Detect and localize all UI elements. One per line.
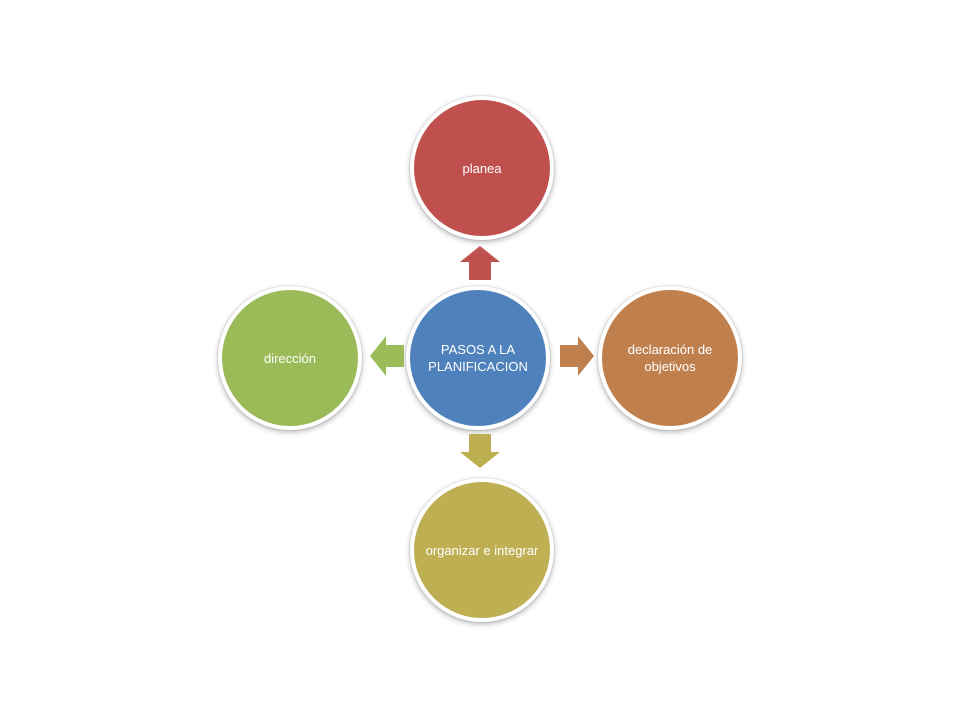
node-organizar-label: organizar e integrar (425, 542, 539, 558)
center-node-label: PASOS A LA PLANIFICACION (428, 342, 528, 374)
node-planea: planea (410, 96, 554, 240)
arrow-left-icon (370, 336, 404, 376)
node-direccion: dirección (218, 286, 362, 430)
node-direccion-label: dirección (263, 350, 317, 366)
arrow-right-icon (560, 336, 594, 376)
arrow-down-icon (460, 434, 500, 468)
node-declaracion-de-objetivos: declaración de objetivos (598, 286, 742, 430)
node-planea-label: planea (462, 160, 502, 176)
node-organizar-e-integrar: organizar e integrar (410, 478, 554, 622)
arrow-up-icon (460, 246, 500, 280)
center-node: PASOS A LA PLANIFICACION (406, 286, 550, 430)
node-declaracion-label: declaración de objetivos (627, 342, 713, 374)
